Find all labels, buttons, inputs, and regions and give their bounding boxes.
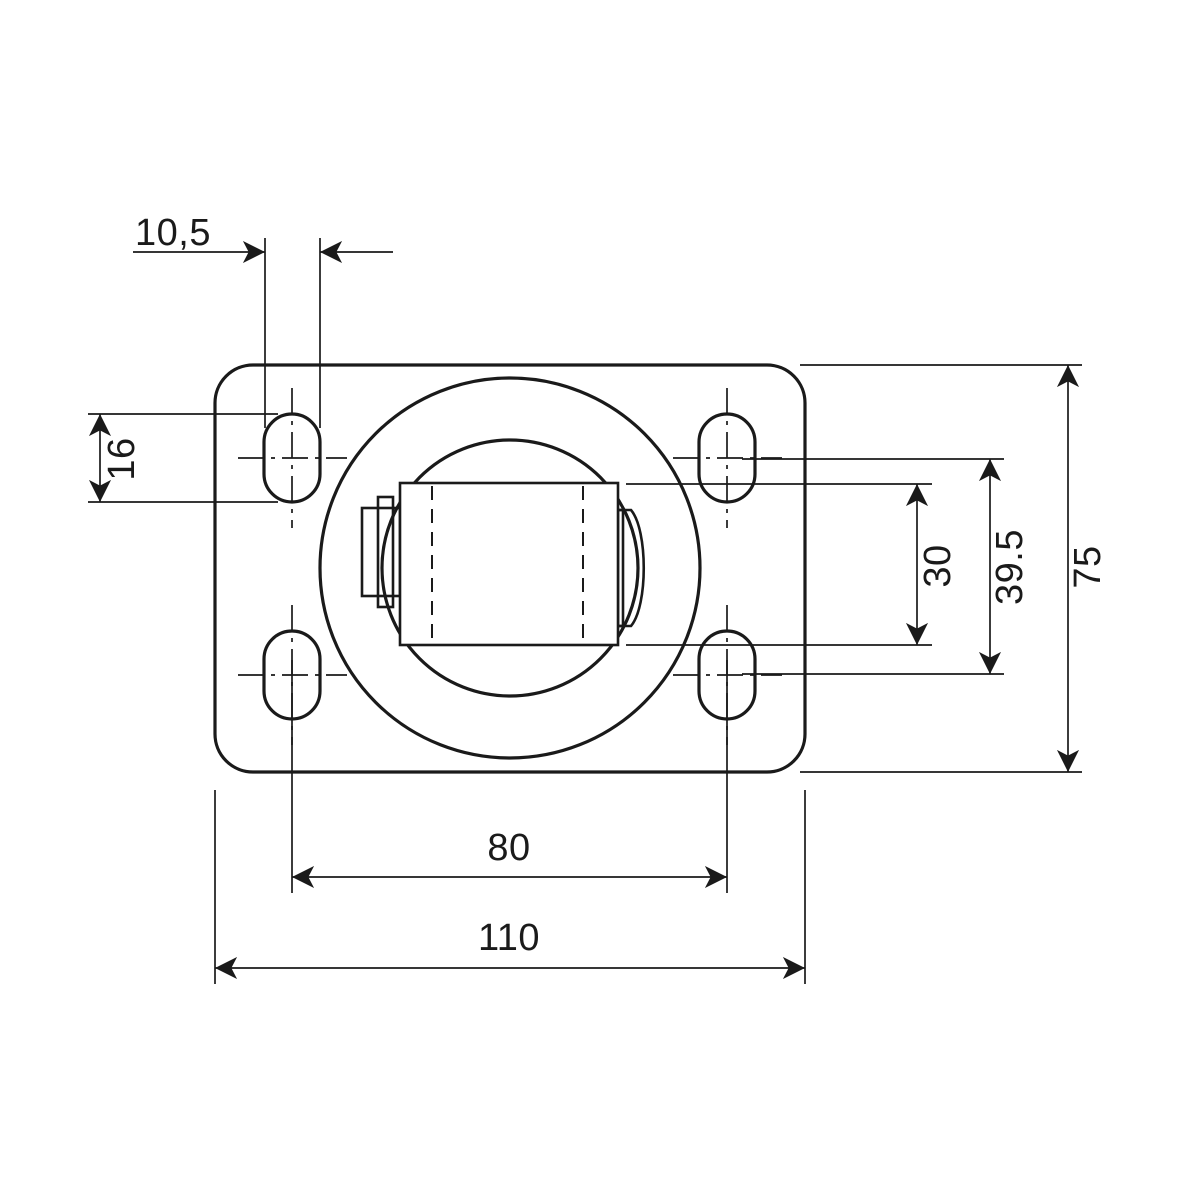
dim-label-16: 16 xyxy=(101,437,143,480)
roller-body-outline xyxy=(398,481,620,647)
dim-label-39-5: 39.5 xyxy=(989,529,1031,605)
roller-body-fill xyxy=(400,483,618,645)
swivel-inner-circle xyxy=(380,438,640,698)
dim-label-110: 110 xyxy=(478,917,540,959)
extension-lines xyxy=(88,238,1082,984)
dim-label-30: 30 xyxy=(917,544,959,587)
mounting-plate-outline xyxy=(213,363,807,774)
dimension-labels: 10,5 16 30 39.5 75 80 110 xyxy=(101,212,1109,959)
dim-label-10-5: 10,5 xyxy=(135,212,211,254)
part-geometry xyxy=(213,363,807,774)
swivel-outer-circle xyxy=(318,376,702,760)
dim-label-80: 80 xyxy=(487,827,530,869)
dim-label-75: 75 xyxy=(1067,545,1109,588)
left-axle-cap-boss xyxy=(376,495,395,609)
dimension-lines xyxy=(88,240,1080,980)
right-axle-cap-dome xyxy=(616,508,646,628)
